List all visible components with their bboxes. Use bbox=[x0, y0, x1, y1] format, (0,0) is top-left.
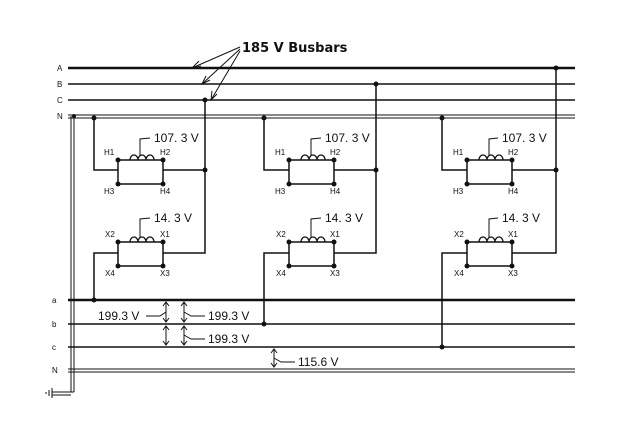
ground-connection bbox=[45, 114, 76, 398]
voltage-label-cn: 115.6 V bbox=[298, 355, 338, 369]
h3-label: H3 bbox=[453, 187, 464, 196]
primary-voltage-label: 107. 3 V bbox=[502, 131, 547, 145]
x4-label: X4 bbox=[105, 269, 115, 278]
measurement-ab: 199.3 V bbox=[98, 301, 170, 323]
primary-winding-3 bbox=[464, 154, 515, 187]
h1-label: H1 bbox=[104, 148, 115, 157]
transformer-3: H1 H2 H3 H4 107. 3 V X2 X1 X4 X3 14. 3 V bbox=[439, 65, 559, 350]
primary-voltage-label: 107. 3 V bbox=[154, 131, 199, 145]
h1-label: H1 bbox=[275, 148, 286, 157]
measurement-bc-2: 199.3 V bbox=[162, 325, 249, 346]
x2-label: X2 bbox=[105, 230, 115, 239]
measurement-bc-1: 199.3 V bbox=[180, 301, 249, 323]
secondary-winding-1 bbox=[115, 236, 166, 269]
bus-label-c: C bbox=[57, 96, 63, 105]
secondary-winding-2 bbox=[286, 236, 337, 269]
secondary-busbars: a b c N bbox=[52, 296, 575, 375]
h4-label: H4 bbox=[160, 187, 171, 196]
x2-label: X2 bbox=[276, 230, 286, 239]
ground-icon bbox=[45, 388, 53, 398]
voltage-label-bc-1: 199.3 V bbox=[208, 309, 249, 323]
h2-label: H2 bbox=[330, 148, 341, 157]
x1-label: X1 bbox=[508, 230, 518, 239]
x1-label: X1 bbox=[330, 230, 340, 239]
primary-voltage-label: 107. 3 V bbox=[325, 131, 370, 145]
transformer-1: H1 H2 H3 H4 107. 3 V X2 X1 X4 X3 14. 3 V bbox=[91, 97, 208, 303]
h3-label: H3 bbox=[104, 187, 115, 196]
bus-label-sec-a: a bbox=[52, 296, 57, 305]
bus-label-n: N bbox=[57, 112, 63, 121]
x3-label: X3 bbox=[160, 269, 170, 278]
secondary-winding-3 bbox=[464, 236, 515, 269]
bus-label-sec-c: c bbox=[52, 343, 56, 352]
voltage-label-ab: 199.3 V bbox=[98, 309, 139, 323]
x3-label: X3 bbox=[508, 269, 518, 278]
bus-label-sec-b: b bbox=[52, 320, 57, 329]
primary-winding-1 bbox=[115, 154, 166, 187]
primary-winding-2 bbox=[286, 154, 337, 187]
secondary-voltage-label: 14. 3 V bbox=[154, 211, 192, 225]
transformer-2: H1 H2 H3 H4 107. 3 V X2 X1 X4 X3 14. 3 V bbox=[261, 81, 379, 327]
h1-label: H1 bbox=[453, 148, 464, 157]
x4-label: X4 bbox=[276, 269, 286, 278]
secondary-voltage-label: 14. 3 V bbox=[502, 211, 540, 225]
voltage-label-bc-2: 199.3 V bbox=[208, 332, 249, 346]
h2-label: H2 bbox=[160, 148, 171, 157]
secondary-voltage-label: 14. 3 V bbox=[325, 211, 363, 225]
x3-label: X3 bbox=[330, 269, 340, 278]
h3-label: H3 bbox=[275, 187, 286, 196]
bus-label-b: B bbox=[57, 80, 62, 89]
measurement-cn: 115.6 V bbox=[270, 348, 338, 369]
h4-label: H4 bbox=[330, 187, 341, 196]
title-leaders bbox=[190, 46, 241, 102]
bus-label-a: A bbox=[57, 64, 63, 73]
h4-label: H4 bbox=[508, 187, 519, 196]
bus-label-sec-n: N bbox=[52, 366, 58, 375]
x4-label: X4 bbox=[454, 269, 464, 278]
h2-label: H2 bbox=[508, 148, 519, 157]
x1-label: X1 bbox=[160, 230, 170, 239]
primary-busbars: A B C N bbox=[57, 64, 575, 121]
busbars-title: 185 V Busbars bbox=[242, 41, 348, 56]
x2-label: X2 bbox=[454, 230, 464, 239]
